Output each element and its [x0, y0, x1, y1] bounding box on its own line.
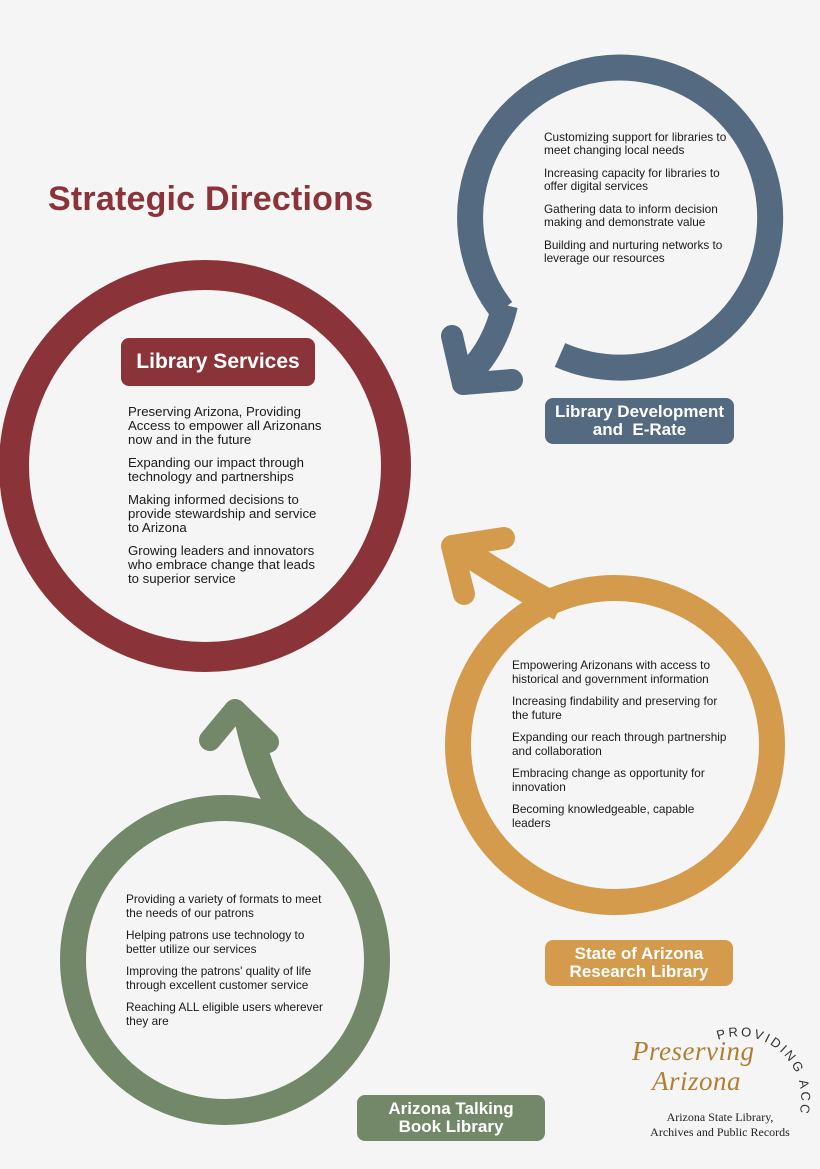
list-item: Expanding our impact through technology …	[128, 455, 304, 484]
list-item: Increasing capacity for libraries to off…	[544, 166, 720, 193]
library-development-label-line2: and E-Rate	[592, 420, 687, 439]
research-library-list: Empowering Arizonans with access to hist…	[512, 658, 732, 839]
logo-script-line2: Arizona	[652, 1066, 742, 1096]
library-development-arrow	[458, 301, 518, 384]
talking-book-label: Arizona Talking Book Library	[357, 1095, 545, 1141]
list-item: Improving the patrons' quality of life t…	[126, 964, 312, 992]
library-services-list: Preserving Arizona, Providing Access to …	[128, 405, 328, 595]
list-item: Increasing findability and preserving fo…	[512, 694, 718, 722]
library-development-list: Customizing support for libraries to mee…	[544, 131, 744, 275]
list-item: Expanding our reach through partnership …	[512, 730, 727, 758]
list-item: Building and nurturing networks to lever…	[544, 238, 723, 265]
talking-book-arrowhead	[199, 699, 279, 753]
list-item: Embracing change as opportunity for inno…	[512, 766, 705, 794]
library-services-label: Library Services	[121, 338, 315, 386]
research-library-label-line1: State of Arizona	[574, 944, 704, 964]
list-item: Gathering data to inform decision making…	[544, 202, 718, 229]
list-item: Empowering Arizonans with access to hist…	[512, 658, 711, 686]
library-development-label-line1: Library Development	[554, 402, 725, 422]
talking-book-ring	[60, 795, 390, 1125]
list-item: Preserving Arizona, Providing Access to …	[128, 404, 322, 447]
talking-book-label-line1: Arizona Talking	[388, 1099, 514, 1119]
logo-org-line1: Arizona State Library,	[666, 1110, 774, 1124]
list-item: Becoming knowledgeable, capable leaders	[512, 802, 695, 830]
list-item: Reaching ALL eligible users wherever the…	[126, 1000, 323, 1028]
talking-book-label-line2: Book Library	[398, 1117, 504, 1136]
list-item: Providing a variety of formats to meet t…	[126, 892, 322, 920]
list-item: Customizing support for libraries to mee…	[544, 130, 727, 157]
list-item: Growing leaders and innovators who embra…	[128, 543, 315, 586]
list-item: Making informed decisions to provide ste…	[128, 492, 317, 535]
talking-book-list: Providing a variety of formats to meet t…	[126, 892, 336, 1037]
library-services-label-text: Library Services	[136, 349, 300, 373]
logo-organization: Arizona State Library, Archives and Publ…	[640, 1110, 800, 1140]
library-development-arrowhead	[441, 325, 523, 395]
logo-script-line1: Preserving	[632, 1036, 755, 1066]
research-library-ring	[445, 575, 785, 915]
logo-org-line2: Archives and Public Records	[650, 1125, 790, 1139]
library-development-ring	[457, 54, 784, 381]
research-library-label-line2: Research Library	[569, 962, 709, 981]
list-item: Helping patrons use technology to better…	[126, 928, 305, 956]
page-title: Strategic Directions	[48, 180, 374, 218]
library-services-ring	[0, 260, 411, 672]
library-development-label: Library Development and E-Rate	[545, 398, 734, 444]
research-library-label: State of Arizona Research Library	[545, 940, 733, 986]
research-library-arrowhead	[441, 527, 515, 605]
